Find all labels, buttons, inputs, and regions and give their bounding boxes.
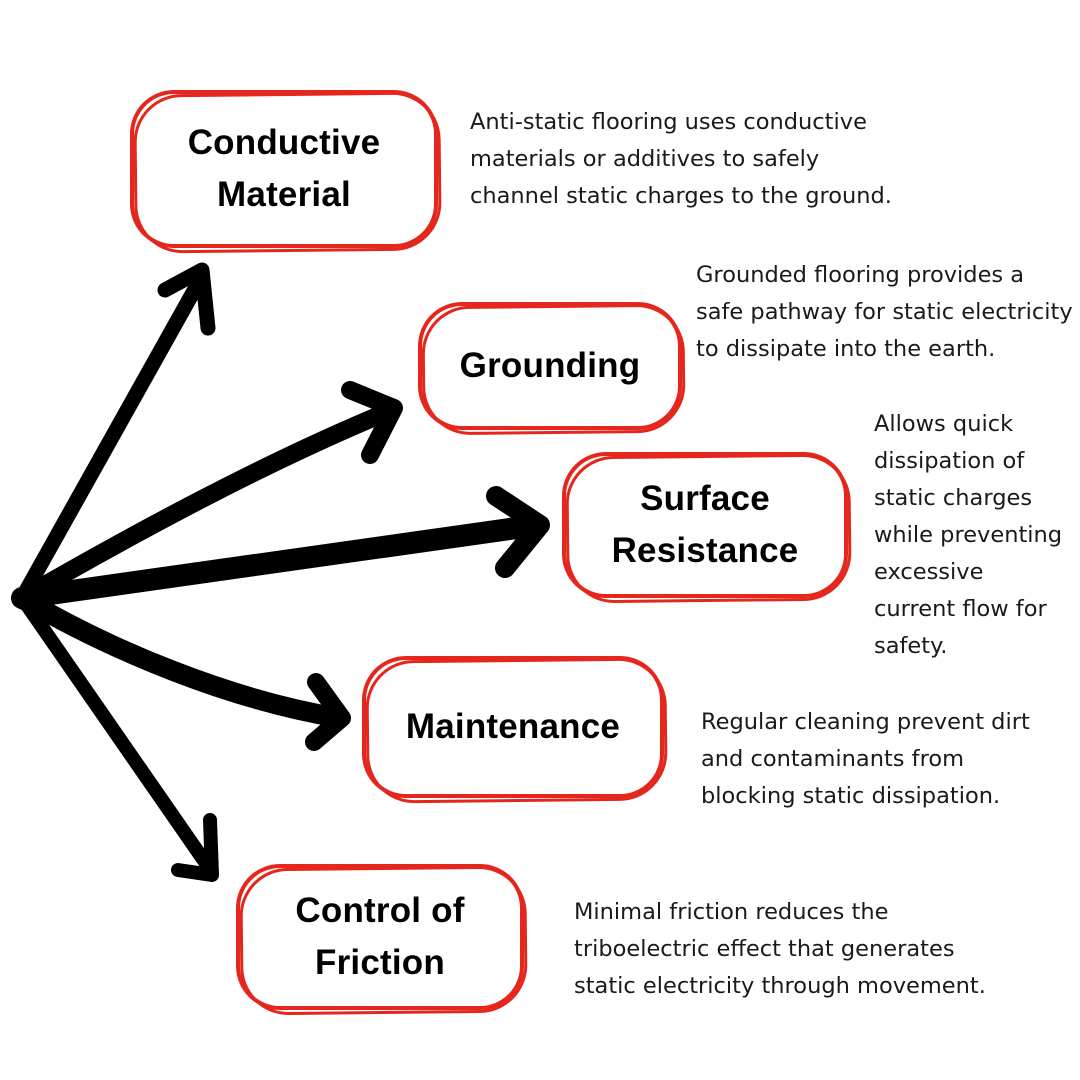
node-title: Conductive Material [187,123,381,214]
node-description: Anti-static flooring uses conductive mat… [470,109,892,209]
arrow-to-maintenance [12,588,350,728]
arrowhead-grounding [341,381,403,464]
arrow-origin [14,590,34,610]
arrowhead-maintenance [305,673,351,751]
node-description: Allows quick dissipation of static charg… [874,411,1063,659]
node-control-of-friction: Control of Friction [236,864,528,1016]
node-maintenance: Maintenance [362,656,668,804]
node-title: Grounding [459,346,641,385]
node-description: Minimal friction reduces the triboelectr… [574,899,986,999]
arrowhead-control-of-friction [171,813,219,882]
arrow-to-control-of-friction [15,591,212,869]
node-description: Grounded flooring provides a safe pathwa… [696,262,1073,362]
arrowhead-conductive-material [157,262,216,336]
node-surface-resistance: Surface Resistance [562,452,852,604]
node-conductive-material: Conductive Material [130,90,442,254]
node-title: Maintenance [405,707,621,746]
arrow-to-conductive-material [14,272,208,606]
node-title: Control of Friction [295,891,465,982]
arrow-to-surface-resistance [11,514,549,609]
node-description: Regular cleaning prevent dirt and contam… [701,709,1030,809]
arrowhead-surface-resistance [486,486,550,578]
arrow-to-grounding [13,401,401,607]
node-grounding: Grounding [418,302,686,436]
node-title: Surface Resistance [611,479,799,570]
